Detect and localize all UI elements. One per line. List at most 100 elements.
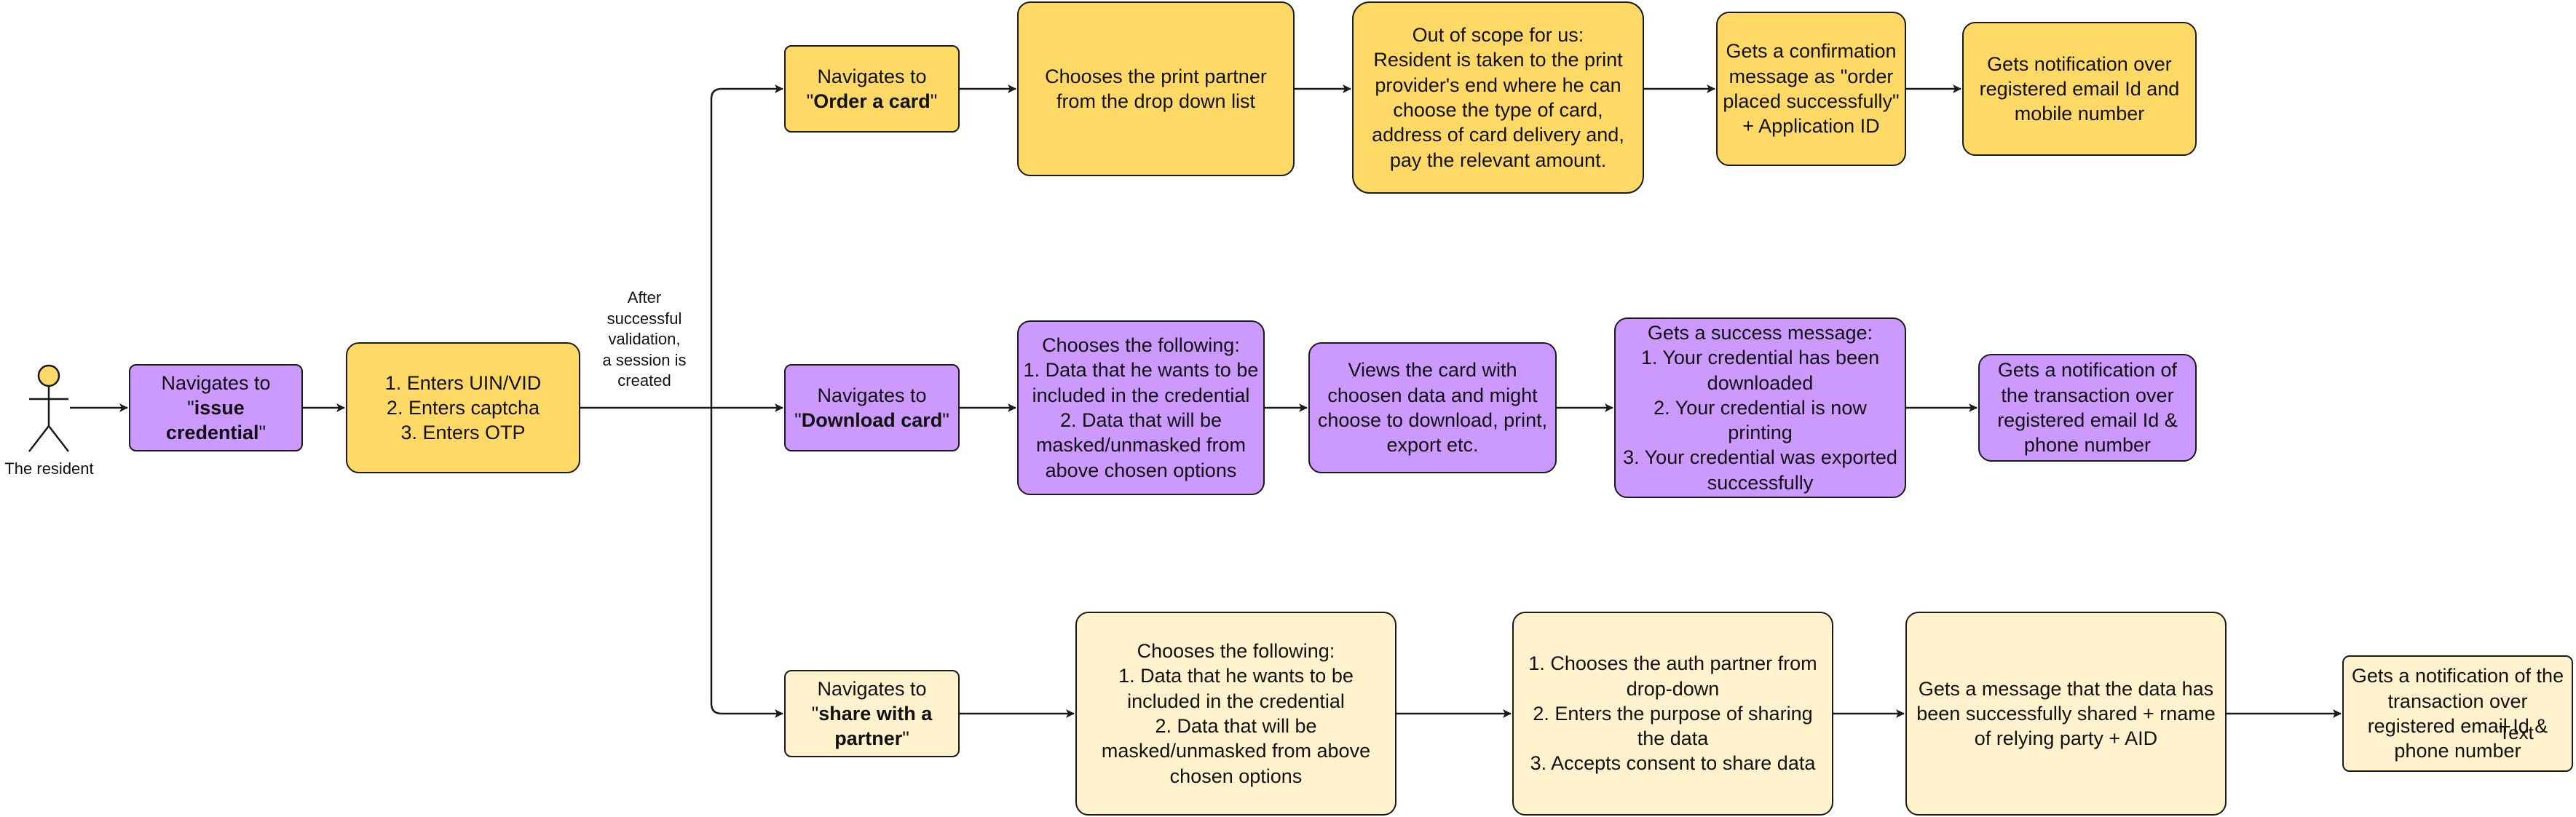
stray-text-label: Text <box>2499 722 2534 743</box>
quote-close: " <box>942 409 949 431</box>
download-choose-data-node: Chooses the following: 1. Data that he w… <box>1017 320 1265 495</box>
quote-open: " <box>187 396 194 419</box>
node-line: + Application ID <box>1742 115 1880 138</box>
download-card-target: Download card <box>801 409 943 431</box>
node-line: Chooses the following: <box>1137 640 1335 663</box>
node-line: pay the relevant amount. <box>1389 149 1607 171</box>
authentication-node: 1. Enters UIN/VID 2. Enters captcha 3. E… <box>346 342 580 473</box>
issue-credential-target: issue credential <box>165 396 259 444</box>
node-line: Chooses the following: <box>1042 334 1240 357</box>
node-line: mobile number <box>2014 103 2145 125</box>
node-line: placed successfully" <box>1723 90 1900 112</box>
node-line: the data <box>1637 727 1709 750</box>
node-line: Gets a notification of the <box>2351 665 2564 687</box>
order-out-of-scope-node: Out of scope for us: Resident is taken t… <box>1352 1 1644 194</box>
node-line: registered email Id & <box>1997 409 2178 431</box>
session-note-line: After <box>627 288 662 307</box>
download-view-card-node: Views the card with choosen data and mig… <box>1308 342 1557 473</box>
node-line: of relying party + AID <box>1974 727 2158 750</box>
node-line: registered email Id and <box>1979 77 2180 100</box>
actor-figure <box>28 364 69 452</box>
session-note-line: created <box>617 371 671 390</box>
quote-open: " <box>811 702 819 725</box>
share-target: share with a <box>818 702 933 725</box>
node-line: registered email Id & <box>2367 715 2548 737</box>
node-line: included in the credential <box>1127 690 1345 712</box>
share-choose-data-node: Chooses the following: 1. Data that he w… <box>1075 612 1396 816</box>
quote-close: " <box>902 727 909 750</box>
node-line: 1. Your credential has been <box>1640 347 1880 369</box>
quote-close: " <box>930 90 938 112</box>
node-line: choose the type of card, <box>1393 99 1603 121</box>
session-note: After successful validation, a session i… <box>590 288 699 392</box>
node-line: printing <box>1728 422 1793 444</box>
share-prefix: Navigates to <box>817 677 927 700</box>
node-line: Gets a message that the data has <box>1918 677 2214 700</box>
node-line: Gets notification over <box>1987 52 2172 75</box>
node-line: chosen options <box>1169 765 1303 787</box>
node-line: 1. Chooses the auth partner from <box>1528 652 1817 675</box>
node-line: Gets a notification of <box>1997 359 2178 382</box>
node-line: masked/unmasked from above <box>1101 740 1371 762</box>
node-line: choosen data and might <box>1327 384 1538 406</box>
quote-close: " <box>258 422 266 444</box>
node-line: Views the card with <box>1348 359 1517 382</box>
node-line: Gets a success message: <box>1647 322 1873 344</box>
order-confirmation-node: Gets a confirmation message as "order pl… <box>1716 12 1906 166</box>
node-line: drop-down <box>1626 677 1720 700</box>
node-line: phone number <box>2394 740 2521 762</box>
node-line: 2. Your credential is now <box>1654 396 1867 419</box>
actor-label: The resident <box>4 459 94 478</box>
node-line: masked/unmasked from <box>1035 434 1246 457</box>
node-line: Out of scope for us: <box>1412 24 1584 47</box>
auth-line: 3. Enters OTP <box>400 422 526 444</box>
node-line: 3. Accepts consent to share data <box>1530 752 1816 775</box>
order-notification-node: Gets notification over registered email … <box>1962 22 2197 156</box>
node-line: 2. Data that will be <box>1059 409 1222 431</box>
issue-credential-node: Navigates to "issue credential" <box>129 364 303 451</box>
node-line: transaction over <box>2387 690 2528 712</box>
quote-open: " <box>806 90 814 112</box>
issue-credential-prefix: Navigates to <box>161 371 271 394</box>
auth-line: 1. Enters UIN/VID <box>384 371 542 394</box>
node-line: been successfully shared + rname <box>1916 702 2216 725</box>
share-target-line2: partner <box>834 727 903 750</box>
node-line: message as "order <box>1728 65 1894 87</box>
node-line: provider's end where he can <box>1375 74 1621 96</box>
download-success-message-node: Gets a success message: 1. Your credenti… <box>1614 317 1906 498</box>
order-choose-print-partner-node: Chooses the print partner from the drop … <box>1017 1 1295 176</box>
node-line: 2. Data that will be <box>1155 715 1317 737</box>
node-line: downloaded <box>1707 371 1814 394</box>
auth-line: 2. Enters captcha <box>386 396 540 419</box>
arrow-branch-share <box>710 408 783 718</box>
node-line: 1. Data that he wants to be <box>1118 665 1354 687</box>
arrow-branch-order <box>710 84 783 408</box>
node-line: address of card delivery and, <box>1372 124 1624 146</box>
node-line: from the drop down list <box>1056 90 1256 112</box>
node-line: 2. Enters the purpose of sharing <box>1533 702 1813 725</box>
order-card-prefix: Navigates to <box>817 65 927 87</box>
share-success-message-node: Gets a message that the data has been su… <box>1905 612 2227 816</box>
download-card-prefix: Navigates to <box>817 384 927 406</box>
node-line: phone number <box>2023 434 2152 457</box>
share-notification-node: Gets a notification of the transaction o… <box>2342 655 2573 772</box>
session-note-line: a session is <box>602 350 687 369</box>
order-card-node: Navigates to "Order a card" <box>784 45 960 133</box>
node-line: successfully <box>1707 471 1814 494</box>
session-note-line: successful <box>607 309 682 328</box>
node-line: 3. Your credential was exported <box>1623 446 1897 469</box>
session-note-line: validation, <box>608 330 681 349</box>
order-card-target: Order a card <box>813 90 931 112</box>
download-notification-node: Gets a notification of the transaction o… <box>1978 354 2197 462</box>
node-line: 1. Data that he wants to be <box>1023 359 1259 382</box>
share-auth-partner-node: 1. Chooses the auth partner from drop-do… <box>1512 612 1833 816</box>
node-line: the transaction over <box>2001 384 2174 406</box>
quote-open: " <box>794 409 802 431</box>
node-line: export etc. <box>1386 434 1479 457</box>
share-with-partner-node: Navigates to "share with a partner" <box>784 670 960 757</box>
node-line: choose to download, print, <box>1317 409 1548 431</box>
download-card-node: Navigates to "Download card" <box>784 364 960 451</box>
node-line: above chosen options <box>1045 459 1237 481</box>
